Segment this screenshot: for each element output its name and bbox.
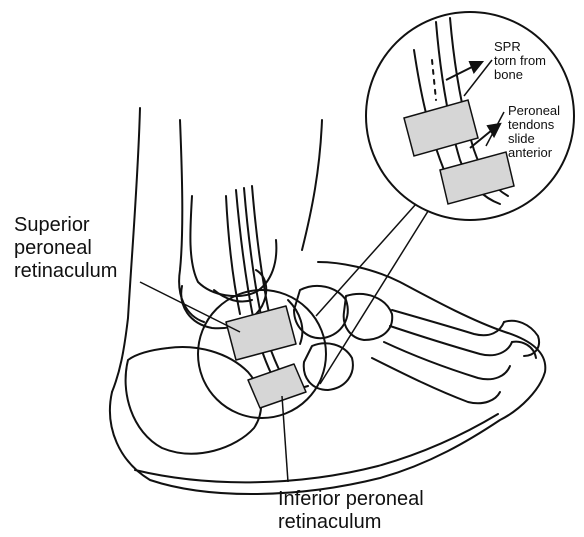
label-inferior-peroneal-retinaculum: Inferior peroneal retinaculum [278, 488, 424, 534]
label-peroneal-tendons-slide: Peroneal tendons slide anterior [508, 104, 560, 160]
metatarsal-4 [372, 358, 500, 403]
midfoot-bone-3 [304, 343, 353, 390]
superior-retinaculum-band [226, 306, 296, 360]
leader-superior [140, 282, 240, 332]
tendon-3 [252, 186, 270, 318]
sole-line [135, 414, 498, 482]
connector-line-1 [316, 204, 416, 316]
connector-line-2 [320, 208, 430, 384]
inferior-retinaculum-band [248, 364, 306, 408]
label-spr-torn-from-bone: SPR torn from bone [494, 40, 546, 82]
leader-inferior [282, 396, 288, 482]
heel-bone [126, 347, 262, 454]
metatarsal-2 [390, 326, 512, 355]
label-superior-peroneal-retinaculum: Superior peroneal retinaculum [14, 214, 117, 283]
leg-outline-front [302, 120, 322, 250]
